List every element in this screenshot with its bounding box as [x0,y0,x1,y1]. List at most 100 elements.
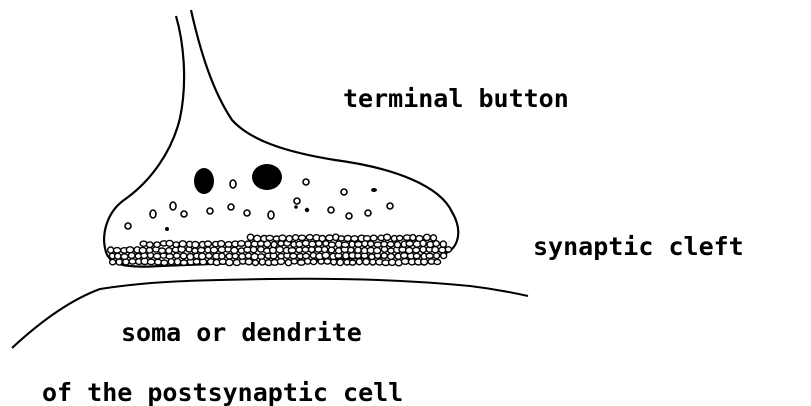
cluster-vesicle [110,259,116,264]
cluster-vesicle [161,260,168,265]
cluster-vesicle [302,247,308,252]
cluster-vesicle [231,247,238,253]
cluster-vesicle [288,248,296,253]
cluster-vesicle [192,248,198,253]
cluster-vesicle [166,248,172,254]
cluster-vesicle [434,253,440,259]
cluster-vesicle [115,253,121,259]
terminal-button-outline [104,10,458,267]
cluster-vesicle [179,241,186,247]
cluster-vesicle [413,253,420,258]
cluster-vesicle [247,234,253,240]
cluster-vesicle [254,235,261,241]
cluster-vesicle [388,254,395,260]
cluster-vesicle [363,259,370,265]
dense-core-vesicle-right [252,164,282,190]
cluster-vesicle [147,242,154,248]
cluster-vesicle [381,241,387,246]
cluster-vesicle [368,241,374,247]
cluster-vesicle [440,241,446,247]
cluster-vesicle [206,253,213,258]
cluster-vesicle [129,259,136,264]
cluster-vesicle [180,253,186,259]
cluster-vesicle [370,235,377,241]
cluster-vesicle [445,247,451,252]
cluster-vesicle [356,259,362,265]
cluster-vesicle [279,235,286,241]
cluster-vesicle [343,253,349,259]
cluster-vesicle [434,259,441,264]
cluster-vesicle [198,247,205,252]
cluster-vesicle [192,241,199,247]
cluster-vesicle [324,259,331,264]
cluster-vesicle [219,253,225,259]
cluster-vesicle [173,242,179,247]
cluster-vesicle [329,242,336,247]
cluster-vesicle [159,248,166,253]
cluster-vesicle [286,236,292,242]
cluster-vesicle [298,235,305,240]
cluster-vesicle [350,260,356,265]
cluster-vesicle [218,241,225,247]
cluster-vesicle [406,241,413,246]
cluster-vesicle [276,247,283,253]
cluster-vesicle [416,236,423,242]
cluster-vesicle [337,259,344,265]
cluster-vesicle [166,240,173,246]
vesicle-cluster [108,234,452,266]
cluster-vesicle [147,259,155,264]
synaptic-cleft-label: synaptic cleft [533,234,744,259]
cluster-vesicle [310,259,316,265]
cluster-vesicle [348,247,354,252]
cluster-vesicle [174,253,181,258]
terminal-button-label: terminal button [343,86,569,111]
cluster-vesicle [426,253,433,258]
cluster-vesicle [309,241,316,247]
cluster-vesicle [413,247,420,252]
cluster-vesicle [210,247,217,253]
cluster-vesicle [296,247,303,252]
cluster-vesicle [181,260,188,265]
cluster-vesicle [245,259,252,265]
cluster-vesicle [187,254,194,260]
cluster-vesicle [322,247,328,253]
cluster-vesicle [154,242,160,247]
cluster-vesicle [238,241,245,247]
cluster-vesicle [114,248,121,253]
cluster-vesicle [394,242,400,248]
cluster-vesicle [258,254,265,259]
cluster-vesicle [291,259,297,264]
cluster-vesicle [226,259,233,265]
cluster-vesicle [126,247,133,253]
dense-core-vesicle-left [194,168,214,194]
cluster-vesicle [424,234,431,240]
soma-label-line2: of the postsynaptic cell [42,380,403,405]
cluster-vesicle [397,236,403,241]
cluster-vesicle [199,253,206,259]
cluster-vesicle [303,253,310,258]
cluster-vesicle [139,247,146,253]
cluster-vesicle [384,234,391,240]
cluster-vesicle [374,248,381,254]
cluster-vesicle [239,254,246,260]
cluster-vesicle [406,247,413,253]
cluster-vesicle [166,254,173,259]
cluster-vesicle [355,247,361,253]
cluster-vesicle [351,236,358,242]
cluster-vesicle [381,253,387,259]
cluster-vesicle [420,246,426,252]
cluster-vesicle [342,242,349,247]
cluster-vesicle [174,259,180,265]
cluster-vesicle [108,247,114,253]
cluster-vesicle [319,236,325,242]
cluster-vesicle [387,242,394,247]
cluster-vesicle [121,254,128,260]
cluster-vesicle [232,253,238,259]
cluster-vesicle [245,241,251,247]
cluster-vesicle [290,253,297,258]
cluster-vesicle [271,242,277,248]
cluster-vesicle [205,241,212,247]
cluster-vesicle [441,253,447,259]
soma-label-line1: soma or dendrite [121,320,362,345]
